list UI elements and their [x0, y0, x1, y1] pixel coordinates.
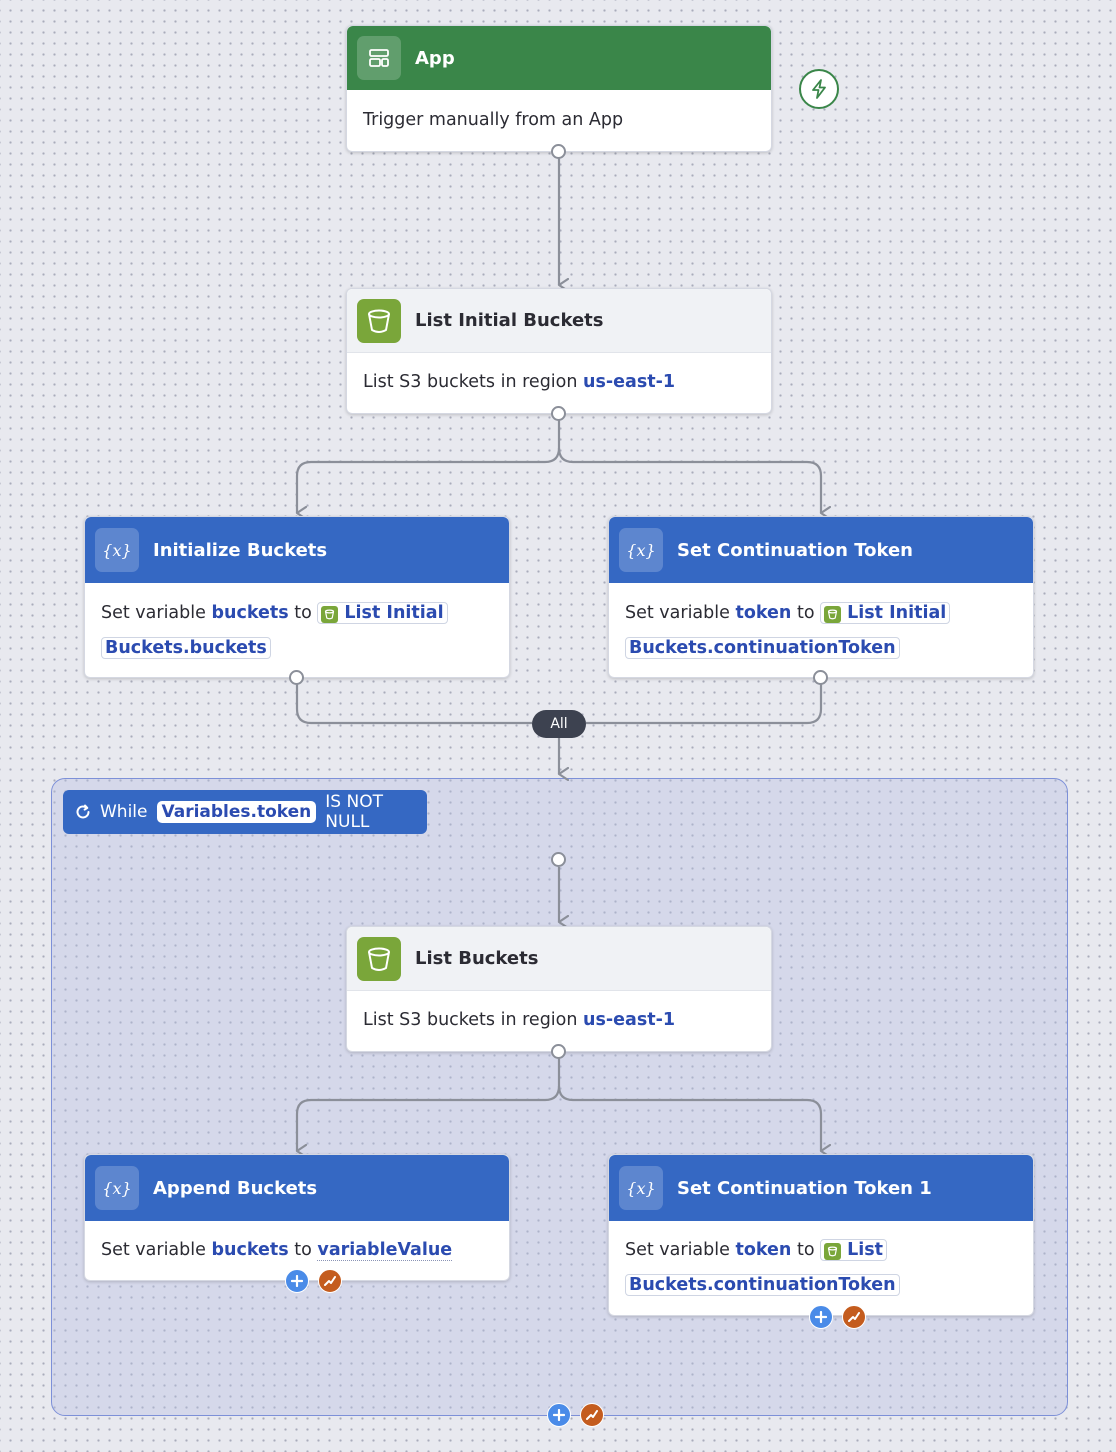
app-layout-icon — [357, 36, 401, 80]
s3-bucket-icon — [824, 1243, 842, 1260]
region-link[interactable]: us-east-1 — [583, 1010, 676, 1030]
set-continuation-token-output-port[interactable] — [813, 670, 828, 685]
s3-bucket-icon — [357, 298, 401, 343]
reference-line-2: Buckets.continuationToken — [629, 1275, 896, 1295]
list-initial-buckets-description: List S3 buckets in region us-east-1 — [347, 353, 771, 400]
set-continuation-token-title: Set Continuation Token — [677, 539, 913, 561]
loop-keyword: While — [100, 802, 148, 822]
variable-name[interactable]: buckets — [211, 603, 289, 623]
list-initial-buckets-header: List Initial Buckets — [347, 289, 771, 353]
variable-name[interactable]: buckets — [211, 1240, 289, 1260]
variable-name[interactable]: token — [735, 603, 792, 623]
description-text: to — [294, 603, 312, 623]
description-text: to — [796, 1240, 815, 1260]
description-text: Set variable — [625, 603, 730, 623]
variable-icon: {x} — [619, 528, 663, 572]
list-initial-buckets-node[interactable]: List Initial Buckets List S3 buckets in … — [346, 288, 772, 414]
description-text: Set variable — [101, 1240, 206, 1260]
description-text: Set variable — [625, 1240, 730, 1260]
reference-line-2: Buckets.buckets — [105, 638, 267, 658]
set-continuation-token-header: {x} Set Continuation Token — [609, 517, 1033, 583]
description-text: Set variable — [101, 603, 206, 623]
join-all-pill[interactable]: All — [532, 710, 586, 738]
set-continuation-token-1-node[interactable]: {x} Set Continuation Token 1 Set variabl… — [608, 1154, 1034, 1316]
while-loop-container — [51, 778, 1068, 1416]
initialize-buckets-title: Initialize Buckets — [153, 539, 328, 561]
loop-condition: IS NOT NULL — [325, 792, 383, 832]
lightning-bolt-icon[interactable] — [799, 69, 839, 109]
paper-plane-icon[interactable] — [318, 1269, 342, 1293]
variable-value-link[interactable]: variableValue — [317, 1240, 453, 1261]
edge-list-initial-to-set-token — [557, 447, 821, 513]
add-step-button[interactable] — [547, 1403, 571, 1427]
region-link[interactable]: us-east-1 — [583, 372, 676, 392]
list-buckets-output-port[interactable] — [551, 1044, 566, 1059]
trigger-output-port[interactable] — [551, 144, 566, 159]
variable-name[interactable]: token — [735, 1240, 792, 1260]
s3-bucket-icon — [321, 606, 339, 623]
list-buckets-header: List Buckets — [347, 927, 771, 991]
list-buckets-title: List Buckets — [415, 948, 539, 969]
set-continuation-token-1-header: {x} Set Continuation Token 1 — [609, 1155, 1033, 1221]
append-buckets-header: {x} Append Buckets — [85, 1155, 509, 1221]
trigger-title: App — [415, 47, 455, 69]
trigger-description: Trigger manually from an App — [363, 110, 624, 130]
list-initial-output-port[interactable] — [551, 406, 566, 421]
loop-variable-ref[interactable]: Variables.token — [156, 801, 317, 823]
description-text: to — [294, 1240, 312, 1260]
reference-line-1: List — [847, 1240, 884, 1260]
initialize-buckets-header: {x} Initialize Buckets — [85, 517, 509, 583]
initialize-buckets-node[interactable]: {x} Initialize Buckets Set variable buck… — [84, 516, 510, 678]
s3-bucket-icon — [357, 936, 401, 981]
list-buckets-node[interactable]: List Buckets List S3 buckets in region u… — [346, 926, 772, 1052]
loop-start-port[interactable] — [551, 852, 566, 867]
append-buckets-description: Set variable buckets to variableValue — [85, 1221, 509, 1268]
description-text: List S3 buckets in region — [363, 372, 578, 392]
edge-set-token-to-join — [586, 684, 823, 725]
paper-plane-icon[interactable] — [842, 1305, 866, 1329]
variable-icon: {x} — [619, 1166, 663, 1210]
variable-icon: {x} — [95, 528, 139, 572]
trigger-node-header: App — [347, 26, 771, 90]
paper-plane-icon[interactable] — [580, 1403, 604, 1427]
append-buckets-node[interactable]: {x} Append Buckets Set variable buckets … — [84, 1154, 510, 1281]
edge-init-buckets-to-join — [295, 684, 532, 725]
description-text: to — [796, 603, 815, 623]
append-buckets-title: Append Buckets — [153, 1177, 318, 1199]
edge-list-initial-to-init-buckets — [295, 420, 561, 513]
list-buckets-description: List S3 buckets in region us-east-1 — [347, 991, 771, 1038]
add-step-button[interactable] — [285, 1269, 309, 1293]
reference-line-1: List Initial — [847, 603, 947, 623]
list-initial-buckets-title: List Initial Buckets — [415, 310, 604, 331]
initialize-buckets-output-port[interactable] — [289, 670, 304, 685]
set-continuation-token-node[interactable]: {x} Set Continuation Token Set variable … — [608, 516, 1034, 678]
loop-refresh-icon — [74, 803, 92, 821]
reference-line-1: List Initial — [344, 603, 444, 623]
description-text: List S3 buckets in region — [363, 1010, 578, 1030]
s3-bucket-icon — [824, 606, 842, 623]
set-continuation-token-1-title: Set Continuation Token 1 — [677, 1177, 932, 1199]
add-step-button[interactable] — [809, 1305, 833, 1329]
while-loop-header[interactable]: While Variables.token IS NOT NULL — [63, 790, 427, 834]
variable-icon: {x} — [95, 1166, 139, 1210]
trigger-node[interactable]: App Trigger manually from an App — [346, 25, 772, 152]
reference-line-2: Buckets.continuationToken — [629, 638, 896, 658]
